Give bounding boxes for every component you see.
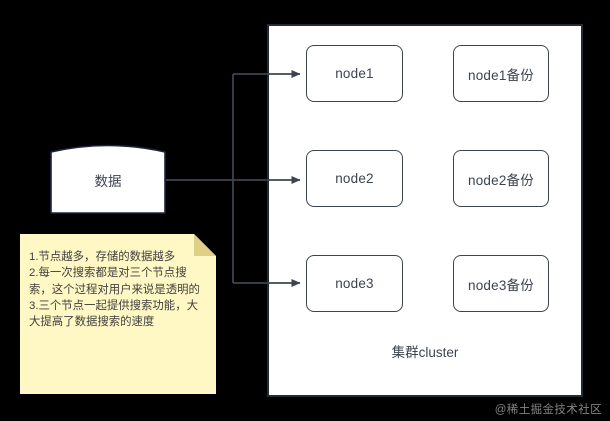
sticky-note-text: 1.节点越多，存储的数据越多 2.每一次搜索都是对三个节点搜索，这个过程对用户来… [29, 251, 200, 329]
node-box-node1-label: node1 [335, 66, 374, 81]
node-box-node2[interactable]: node2 [306, 150, 403, 207]
node-box-node3-backup-label: node3备份 [468, 277, 534, 293]
node-box-node1-backup[interactable]: node1备份 [453, 45, 549, 102]
sticky-note[interactable] [20, 234, 216, 394]
node-box-node2-backup[interactable]: node2备份 [453, 150, 549, 207]
node-box-node2-label: node2 [335, 171, 374, 186]
node-box-node1[interactable]: node1 [306, 45, 403, 102]
watermark: @稀土掘金技术社区 [494, 404, 602, 416]
data-source-label: 数据 [94, 174, 122, 189]
data-source-shape[interactable] [50, 141, 166, 214]
node-box-node2-backup-label: node2备份 [468, 172, 534, 188]
node-box-node1-backup-label: node1备份 [468, 67, 534, 83]
node-box-node3[interactable]: node3 [306, 255, 403, 312]
node-box-node3-label: node3 [335, 276, 374, 291]
cluster-caption: 集群cluster [391, 345, 459, 360]
node-box-node3-backup[interactable]: node3备份 [453, 255, 549, 312]
